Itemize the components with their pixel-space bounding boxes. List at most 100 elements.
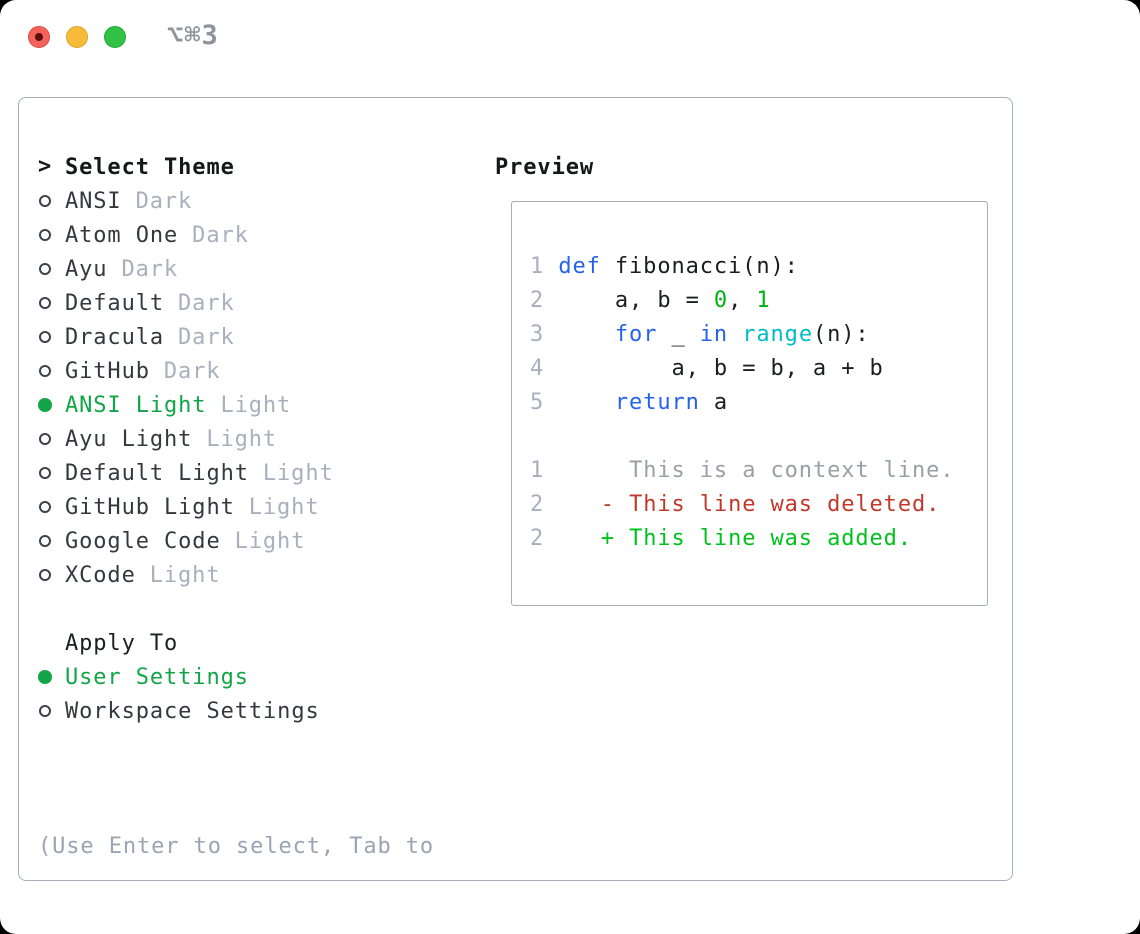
radio-icon: [39, 229, 51, 241]
titlebar: ⌥⌘3: [0, 0, 1140, 75]
radio-icon: [39, 467, 51, 479]
diff-text: This line was added.: [629, 526, 912, 551]
traffic-lights: [28, 26, 126, 48]
code-line: 2 a, b = 0, 1: [530, 284, 987, 318]
variant-badge: Light: [234, 528, 306, 554]
line-number: 2: [530, 526, 545, 551]
theme-option-default-light[interactable]: Default Light Light: [38, 456, 488, 490]
code-line: 4 a, b = b, a + b: [530, 352, 987, 386]
token-plain: [558, 390, 615, 415]
diff-line-context: 1 This is a context line.: [530, 454, 987, 488]
theme-label: GitHub: [65, 358, 150, 384]
diff-marker: -: [600, 492, 615, 517]
line-number: 5: [530, 390, 545, 415]
theme-option-github[interactable]: GitHub Dark: [38, 354, 488, 388]
select-theme-header: > Select Theme: [38, 150, 488, 184]
variant-badge: Dark: [178, 324, 235, 350]
variant-badge: Light: [220, 392, 292, 418]
variant-badge: Light: [262, 460, 334, 486]
radio-cell: [38, 524, 65, 558]
diff-line-deleted: 2 - This line was deleted.: [530, 488, 987, 522]
line-number: 3: [530, 322, 545, 347]
radio-cell: [38, 252, 65, 286]
theme-label: ANSI Light: [65, 392, 207, 418]
spacer: [38, 592, 488, 626]
theme-label: Default Light: [65, 460, 249, 486]
token-plain: a, b = b, a + b: [558, 356, 884, 381]
token-plain: a, b =: [558, 288, 714, 313]
line-number: 1: [530, 254, 545, 279]
radio-icon: [39, 195, 51, 207]
diff-line-added: 2 + This line was added.: [530, 522, 987, 556]
apply-label: Workspace Settings: [65, 698, 320, 724]
radio-icon: [39, 433, 51, 445]
line-number: 4: [530, 356, 545, 381]
radio-icon: [39, 331, 51, 343]
theme-option-ansi-light[interactable]: ANSI Light Light: [38, 388, 488, 422]
radio-icon: [39, 297, 51, 309]
apply-option-workspace-settings[interactable]: Workspace Settings: [38, 694, 488, 728]
variant-badge: Dark: [135, 188, 193, 214]
theme-label: Ayu Light: [65, 426, 193, 452]
empty-prefix: [38, 626, 65, 660]
theme-label: Google Code: [65, 528, 221, 554]
minimize-button[interactable]: [66, 26, 88, 48]
token-plain: ,: [728, 288, 757, 313]
token-builtin: range: [742, 322, 813, 347]
theme-label: GitHub Light: [65, 494, 235, 520]
variant-badge: Dark: [163, 358, 221, 384]
code-line: 3 for _ in range(n):: [530, 318, 987, 352]
radio-cell: [38, 456, 65, 490]
radio-icon: [39, 705, 51, 717]
token-plain: _: [657, 322, 700, 347]
line-number: 2: [530, 288, 545, 313]
close-button[interactable]: [28, 26, 50, 48]
hint-line-1: (Use Enter to select, Tab to: [38, 834, 435, 859]
apply-option-user-settings[interactable]: User Settings: [38, 660, 488, 694]
token-plain: [558, 322, 615, 347]
cursor-prefix: >: [38, 150, 65, 184]
token-number: 0: [713, 288, 729, 313]
apply-to-title: Apply To: [65, 630, 179, 656]
token-keyword: in: [699, 322, 729, 347]
diff-marker: +: [600, 526, 615, 551]
radio-cell: [38, 490, 65, 524]
zoom-button[interactable]: [104, 26, 126, 48]
radio-cell: [38, 286, 65, 320]
theme-option-dracula[interactable]: Dracula Dark: [38, 320, 488, 354]
radio-cell: [38, 184, 65, 218]
variant-badge: Dark: [178, 290, 235, 316]
theme-label: Dracula: [65, 324, 165, 350]
variant-badge: Light: [248, 494, 320, 520]
variant-badge: Dark: [121, 256, 179, 282]
radio-selected-icon: [38, 398, 52, 412]
theme-option-google-code[interactable]: Google Code Light: [38, 524, 488, 558]
diff-block: 1 This is a context line.2 - This line w…: [530, 454, 987, 556]
cursor-arrow-icon: >: [38, 154, 53, 179]
token-plain: a: [699, 390, 729, 415]
code-line: 1 def fibonacci(n):: [530, 250, 987, 284]
radio-cell: [38, 558, 65, 592]
variant-badge: Light: [206, 426, 278, 452]
preview-header: Preview: [495, 150, 594, 184]
theme-option-ayu-light[interactable]: Ayu Light Light: [38, 422, 488, 456]
diff-text: This is a context line.: [629, 458, 955, 483]
diff-text: This line was deleted.: [629, 492, 941, 517]
variant-badge: Dark: [192, 222, 249, 248]
radio-cell: [38, 694, 65, 728]
radio-cell: [38, 660, 65, 694]
spacer: [38, 728, 488, 762]
radio-icon: [39, 263, 51, 275]
token-plain: (n):: [812, 322, 870, 347]
radio-icon: [39, 569, 51, 581]
theme-option-github-light[interactable]: GitHub Light Light: [38, 490, 488, 524]
